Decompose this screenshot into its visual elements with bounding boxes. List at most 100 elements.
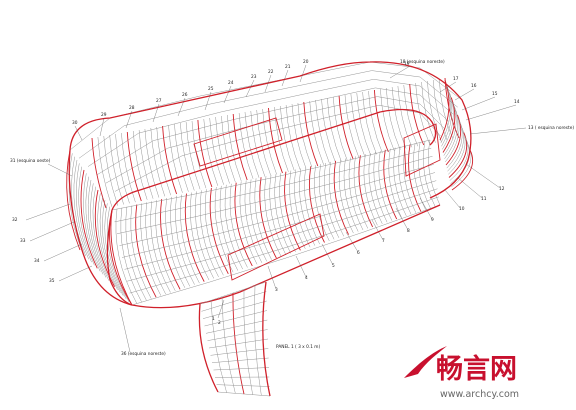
- label-5: 5: [332, 263, 335, 269]
- panel-contour-line: [207, 329, 268, 341]
- secondary-rib: [256, 109, 271, 176]
- secondary-rib: [156, 126, 171, 196]
- secondary-rib: [448, 128, 466, 175]
- secondary-rib: [219, 185, 239, 271]
- secondary-rib: [289, 170, 306, 249]
- secondary-rib: [132, 130, 148, 200]
- secondary-rib: [199, 190, 219, 278]
- front-contour-line: [121, 172, 436, 258]
- label-35: 35: [49, 278, 55, 284]
- secondary-rib: [227, 114, 242, 182]
- secondary-rib: [90, 183, 110, 281]
- secondary-rib: [73, 159, 89, 260]
- label-1: 1: [212, 316, 215, 322]
- label-34: 34: [34, 258, 40, 264]
- front-contour-line: [129, 196, 439, 294]
- secondary-rib: [239, 181, 258, 265]
- front-contour-line: [124, 180, 437, 270]
- label-15: 15: [492, 91, 498, 97]
- secondary-rib: [445, 110, 460, 163]
- primary-rib: [409, 83, 425, 146]
- leader-line: [217, 299, 225, 319]
- secondary-rib: [314, 165, 330, 242]
- secondary-rib: [215, 116, 230, 184]
- secondary-rib: [413, 143, 426, 210]
- secondary-rib: [427, 80, 442, 142]
- panel-rib: [232, 292, 245, 395]
- leader-lines: [25, 64, 527, 353]
- secondary-rib: [175, 195, 195, 285]
- primary-rib: [383, 149, 398, 220]
- secondary-rib: [380, 88, 395, 151]
- front-contour-line: [111, 139, 431, 211]
- primary-rib: [80, 169, 98, 269]
- secondary-rib: [204, 189, 224, 276]
- label-12: 12: [499, 186, 505, 192]
- secondary-rib: [140, 203, 162, 296]
- label-11: 11: [481, 196, 487, 202]
- secondary-rib: [106, 206, 130, 303]
- primary-rib: [373, 89, 389, 153]
- secondary-rib: [87, 179, 107, 278]
- secondary-rib: [115, 208, 137, 304]
- leader-line: [321, 243, 334, 266]
- label-9: 9: [431, 217, 434, 223]
- secondary-rib: [291, 103, 307, 169]
- secondary-rib: [78, 166, 95, 266]
- label-18: 18 (esquina noreste): [400, 59, 445, 65]
- watermark-logo: 畅言网: [436, 354, 517, 385]
- primary-rib: [259, 177, 277, 259]
- secondary-rib: [328, 161, 344, 237]
- secondary-rib: [125, 206, 147, 301]
- panel-contour-line: [204, 310, 268, 327]
- panel-rib: [221, 296, 236, 394]
- leader-line: [395, 207, 409, 231]
- leader-line: [125, 110, 133, 129]
- secondary-rib: [214, 186, 234, 273]
- secondary-rib: [250, 110, 266, 177]
- label-30: 30: [72, 120, 78, 126]
- secondary-rib: [115, 133, 130, 204]
- secondary-rib: [432, 79, 448, 141]
- secondary-rib: [85, 176, 104, 275]
- label-24: 24: [228, 80, 234, 86]
- rim-contour-line: [114, 104, 441, 192]
- secondary-rib: [130, 205, 152, 299]
- secondary-rib: [319, 164, 335, 240]
- secondary-rib: [397, 85, 413, 148]
- leader-line: [461, 96, 496, 111]
- label-28: 28: [129, 105, 135, 111]
- label-4: 4: [305, 275, 308, 281]
- label-26: 26: [182, 92, 188, 98]
- leader-line: [419, 197, 433, 220]
- leader-line: [43, 243, 83, 262]
- front-contour-line: [116, 156, 433, 234]
- end-window-opening: [403, 123, 441, 177]
- panel-rib: [210, 300, 227, 393]
- secondary-rib: [393, 147, 407, 217]
- label-33: 33: [20, 238, 26, 244]
- primary-rib: [135, 204, 157, 298]
- secondary-rib: [109, 134, 124, 205]
- leader-line: [457, 177, 483, 199]
- leader-line: [47, 163, 73, 177]
- secondary-rib: [353, 156, 369, 229]
- primary-rib: [91, 137, 107, 209]
- secondary-rib: [418, 142, 431, 209]
- secondary-rib: [350, 93, 366, 157]
- front-contour-line: [131, 204, 441, 306]
- panel-contour-line: [202, 300, 267, 319]
- secondary-rib: [299, 168, 316, 246]
- primary-rib: [126, 131, 142, 202]
- primary-rib: [232, 113, 248, 181]
- leader-line: [99, 117, 105, 137]
- primary-rib: [234, 182, 253, 267]
- label-32: 32: [12, 217, 18, 223]
- label-2: 2: [218, 320, 221, 326]
- secondary-rib: [344, 94, 360, 158]
- label-20: 20: [303, 59, 309, 65]
- structure-wireframe: [66, 61, 474, 397]
- secondary-rib: [449, 136, 469, 181]
- primary-rib: [308, 166, 325, 243]
